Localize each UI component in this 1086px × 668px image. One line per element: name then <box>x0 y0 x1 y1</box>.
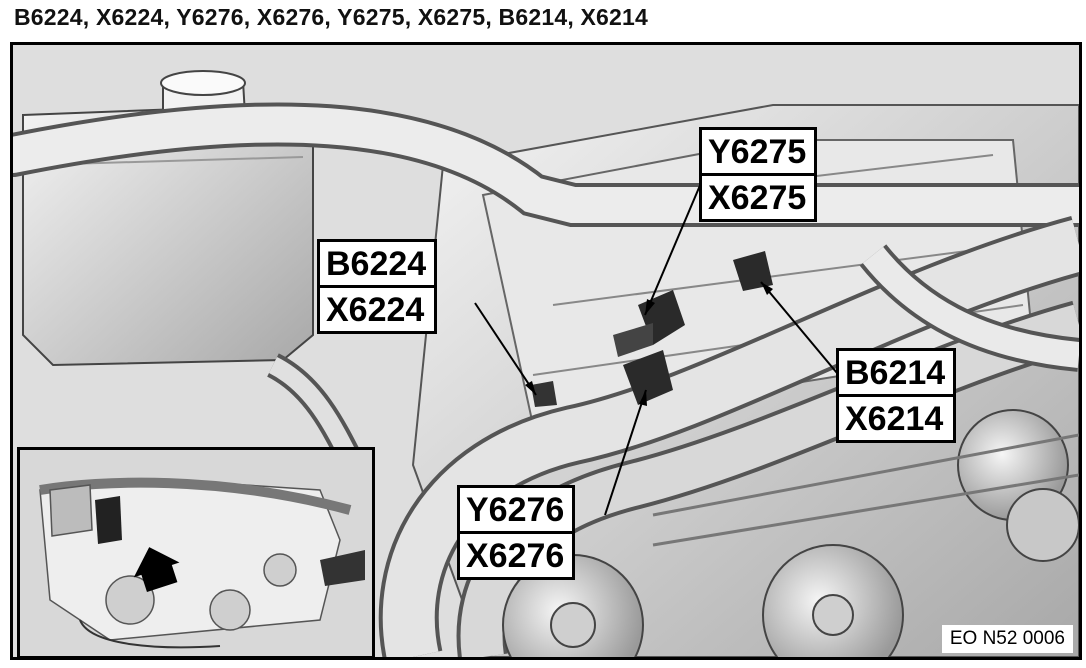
callout-label-b6214: B6214 <box>845 354 946 392</box>
engine-illustration: Y6275 X6275 B6224 X6224 B6214 X6214 Y627… <box>10 42 1082 660</box>
location-arrow-icon <box>133 547 180 592</box>
callout-label-x6224: X6224 <box>320 285 435 331</box>
callout-b6214-x6214: B6214 X6214 <box>836 348 957 443</box>
callout-label-x6276: X6276 <box>460 531 573 577</box>
callout-y6276-x6276: Y6276 X6276 <box>457 485 576 580</box>
inset-overview-drawing <box>20 450 372 656</box>
callout-label-y6275: Y6275 <box>708 133 807 171</box>
figure-reference-code: EO N52 0006 <box>941 625 1073 653</box>
callout-label-b6224: B6224 <box>326 245 427 283</box>
location-inset <box>17 447 375 657</box>
callout-label-y6276: Y6276 <box>466 491 565 529</box>
diagram-title: B6224, X6224, Y6276, X6276, Y6275, X6275… <box>14 4 649 30</box>
engine-drawing <box>13 45 1079 657</box>
callout-label-x6214: X6214 <box>839 394 954 440</box>
callout-label-x6275: X6275 <box>702 173 815 219</box>
callout-b6224-x6224: B6224 X6224 <box>317 239 438 334</box>
callout-y6275-x6275: Y6275 X6275 <box>699 127 818 222</box>
